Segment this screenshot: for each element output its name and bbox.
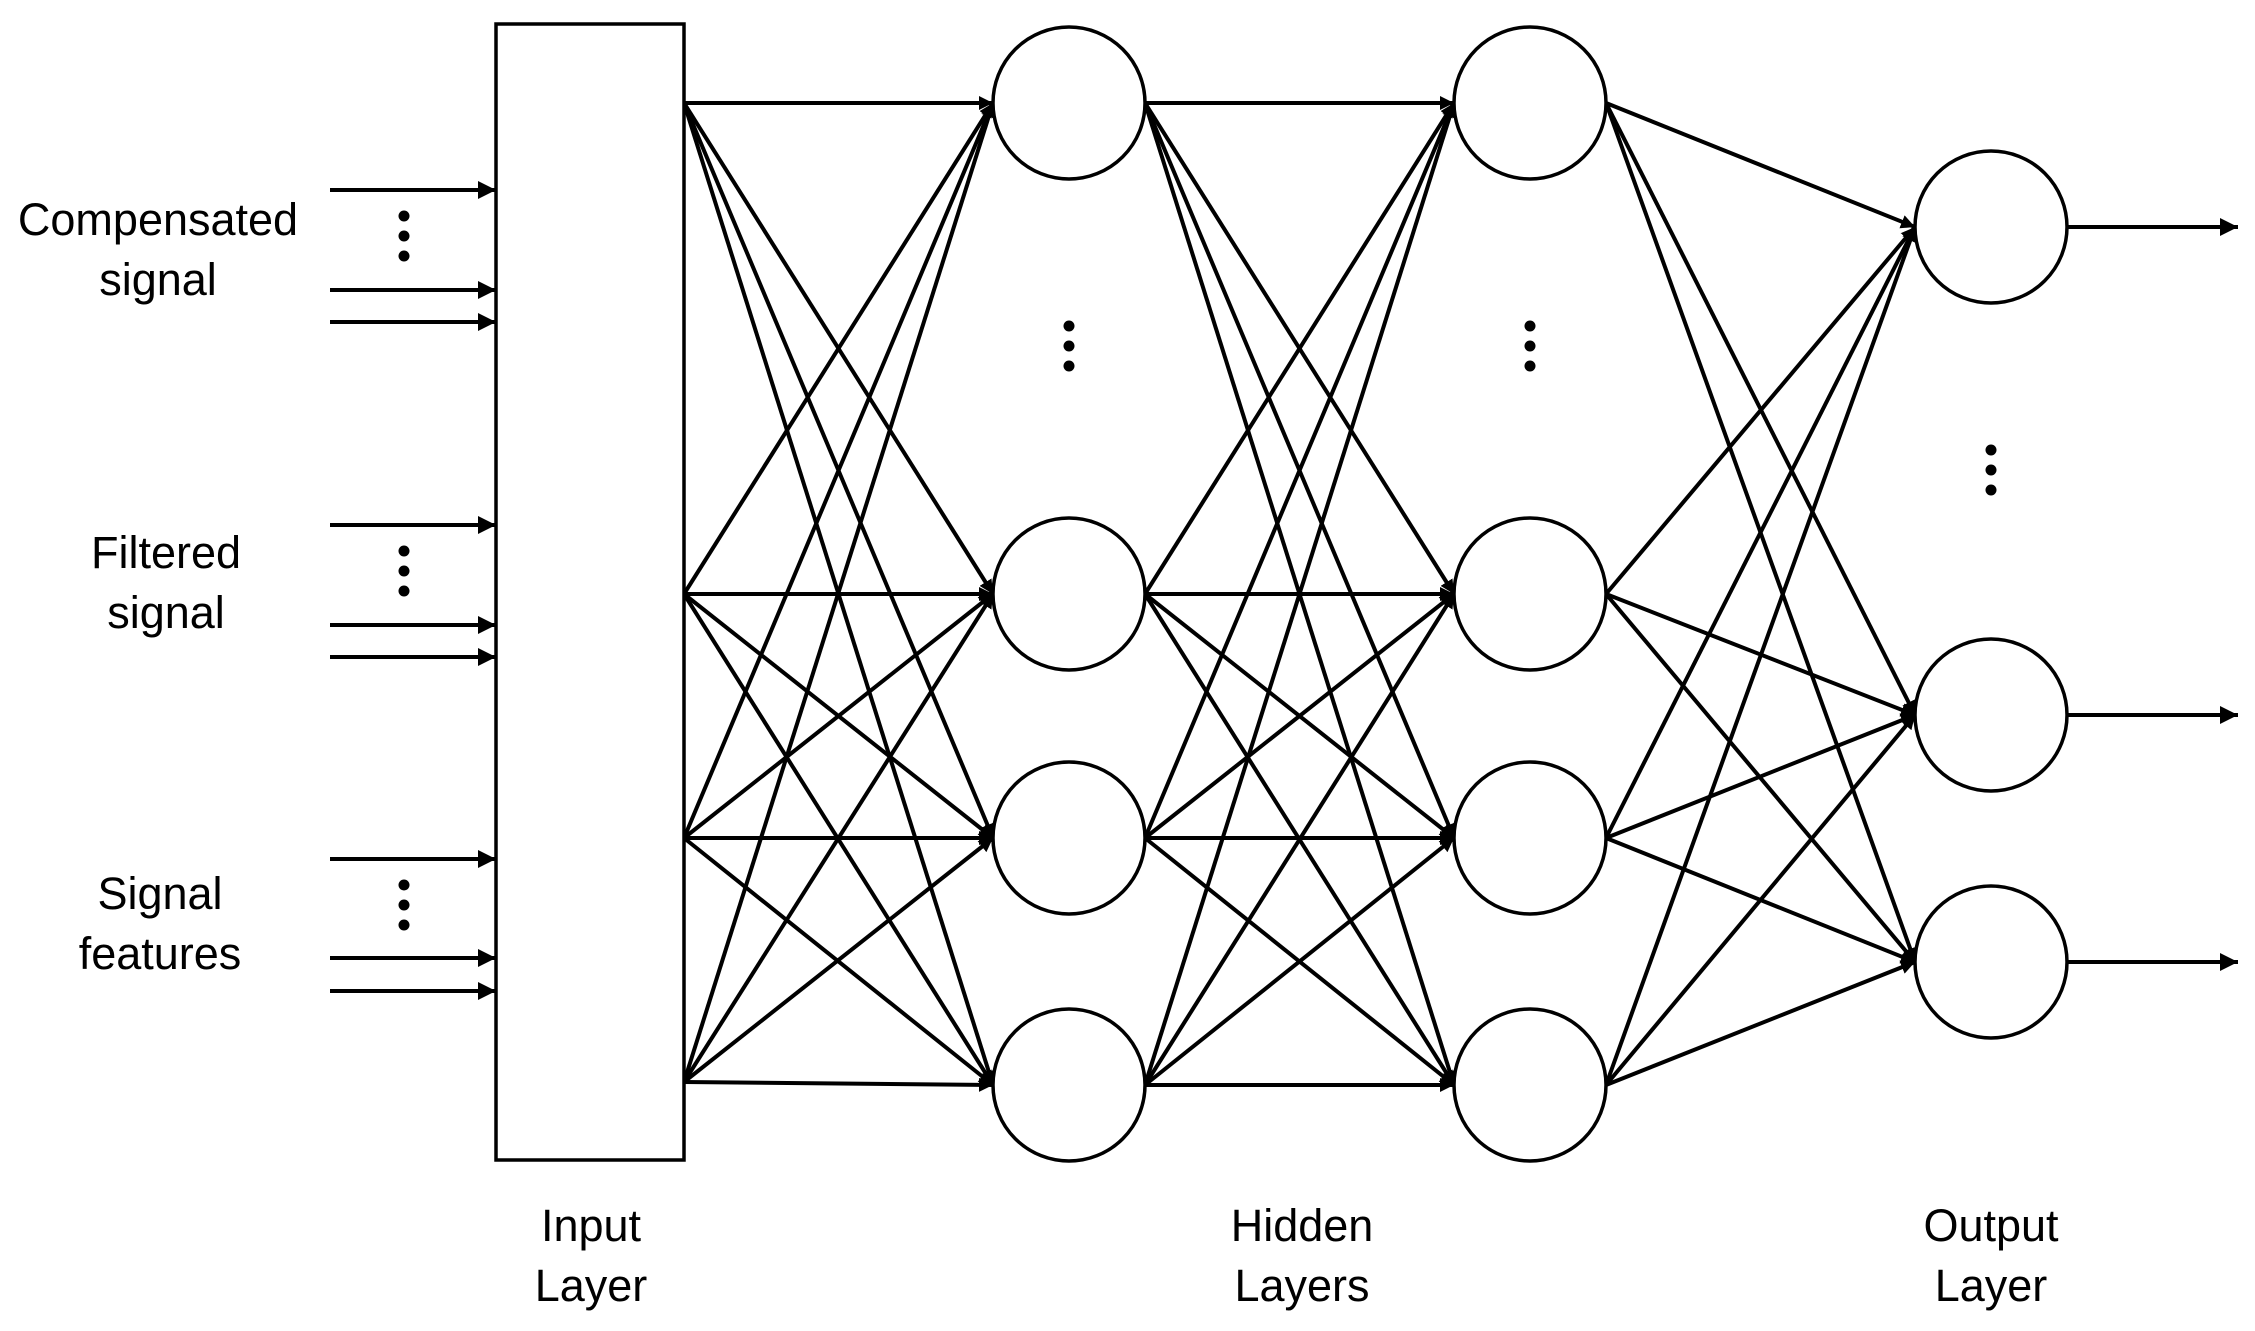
output-ellipsis-dot-2	[1985, 484, 1997, 496]
input-label-line1: Signal	[97, 868, 223, 919]
output-ellipsis-dot-1	[1985, 464, 1997, 476]
input-label-line2: signal	[99, 254, 217, 305]
input-label-line1: Compensated	[17, 194, 299, 245]
input-ellipsis-dot-0-1	[398, 230, 410, 242]
input-ellipsis-dot-1-1	[398, 565, 410, 577]
layer-label-line1: Output	[1923, 1200, 2059, 1251]
input-label-compensated-signal: Compensated signal	[18, 190, 298, 310]
input-label-signal-features: Signal features	[79, 864, 242, 984]
input-ellipsis-dot-1-0	[398, 545, 410, 557]
input-label-line1: Filtered	[90, 527, 242, 578]
output-neuron-0	[1913, 149, 2069, 305]
input-ellipsis-dot-2-0	[398, 879, 410, 891]
edge-hidden1-to-hidden2-3-1	[1143, 592, 1456, 1087]
input-label-line2: signal	[107, 587, 225, 638]
layer-label-line1: Input	[540, 1200, 642, 1251]
edge-input-to-hidden1-3-2	[682, 836, 995, 1084]
input-arrows	[330, 181, 2238, 1000]
edge-input-to-hidden1-3-3	[683, 1077, 994, 1092]
edge-input-to-hidden1-2-1	[682, 592, 995, 840]
edge-input-to-hidden1-3-1	[682, 592, 995, 1084]
input-ellipsis-dot-1-2	[398, 585, 410, 597]
edge-hidden1-to-hidden2-3-2	[1143, 836, 1456, 1087]
edge-hidden1-to-hidden2-2-0	[1143, 102, 1456, 839]
output-layer-label: Output Layer	[1923, 1196, 2058, 1316]
input-ellipsis-dot-2-2	[398, 919, 410, 931]
input-ellipsis-dot-2-1	[398, 899, 410, 911]
input-layer-box	[494, 22, 686, 1162]
hidden2-ellipsis-dot-1	[1524, 340, 1536, 352]
output-neuron-2	[1913, 884, 2069, 1040]
edge-input-to-hidden1-1-0	[682, 101, 995, 596]
edge-hidden2-to-output-3-1	[1604, 713, 1917, 1087]
hidden2-neuron-2	[1452, 760, 1608, 916]
edge-hidden2-to-output-3-0	[1604, 226, 1917, 1086]
input-label-line2: features	[78, 928, 242, 979]
hidden1-ellipsis-dot-2	[1063, 360, 1075, 372]
hidden1-ellipsis-dot-1	[1063, 340, 1075, 352]
input-label-filtered-signal: Filtered signal	[91, 523, 241, 643]
hidden2-ellipsis-dot-0	[1524, 320, 1536, 332]
connections	[682, 96, 1917, 1092]
edge-input-to-hidden1-3-0	[682, 102, 996, 1083]
hidden2-neuron-3	[1452, 1007, 1608, 1163]
edge-hidden2-to-output-2-1	[1605, 713, 1916, 840]
hidden1-ellipsis-dot-0	[1063, 320, 1075, 332]
layer-label-line2: Layer	[1934, 1260, 2048, 1311]
edge-hidden2-to-output-0-0	[1605, 101, 1916, 229]
input-ellipsis-dot-0-2	[398, 250, 410, 262]
hidden2-ellipsis-dot-2	[1524, 360, 1536, 372]
layer-label-line2: Layers	[1234, 1260, 1370, 1311]
hidden1-neuron-0	[991, 25, 1147, 181]
hidden1-neuron-2	[991, 760, 1147, 916]
edge-hidden1-to-hidden2-1-0	[1143, 101, 1456, 596]
input-layer-label: Input Layer	[535, 1196, 648, 1316]
output-ellipsis-dot-0	[1985, 444, 1997, 456]
edge-input-to-hidden1-2-0	[682, 102, 995, 839]
shapes	[494, 22, 2069, 1163]
edge-hidden2-to-output-3-2	[1605, 960, 1916, 1087]
hidden2-neuron-1	[1452, 516, 1608, 672]
hidden-layers-label: Hidden Layers	[1231, 1196, 1374, 1316]
input-ellipsis-dot-0-0	[398, 210, 410, 222]
edge-hidden1-to-hidden2-3-0	[1143, 102, 1457, 1086]
hidden1-neuron-3	[991, 1007, 1147, 1163]
edge-hidden2-to-output-2-0	[1604, 226, 1917, 839]
ellipses	[398, 210, 1997, 931]
edge-hidden2-to-output-1-0	[1604, 225, 1917, 596]
edge-hidden1-to-hidden2-2-1	[1143, 592, 1456, 840]
hidden1-neuron-1	[991, 516, 1147, 672]
layer-label-line2: Layer	[534, 1260, 648, 1311]
hidden2-neuron-0	[1452, 25, 1608, 181]
layer-label-line1: Hidden	[1230, 1200, 1374, 1251]
output-neuron-1	[1913, 637, 2069, 793]
